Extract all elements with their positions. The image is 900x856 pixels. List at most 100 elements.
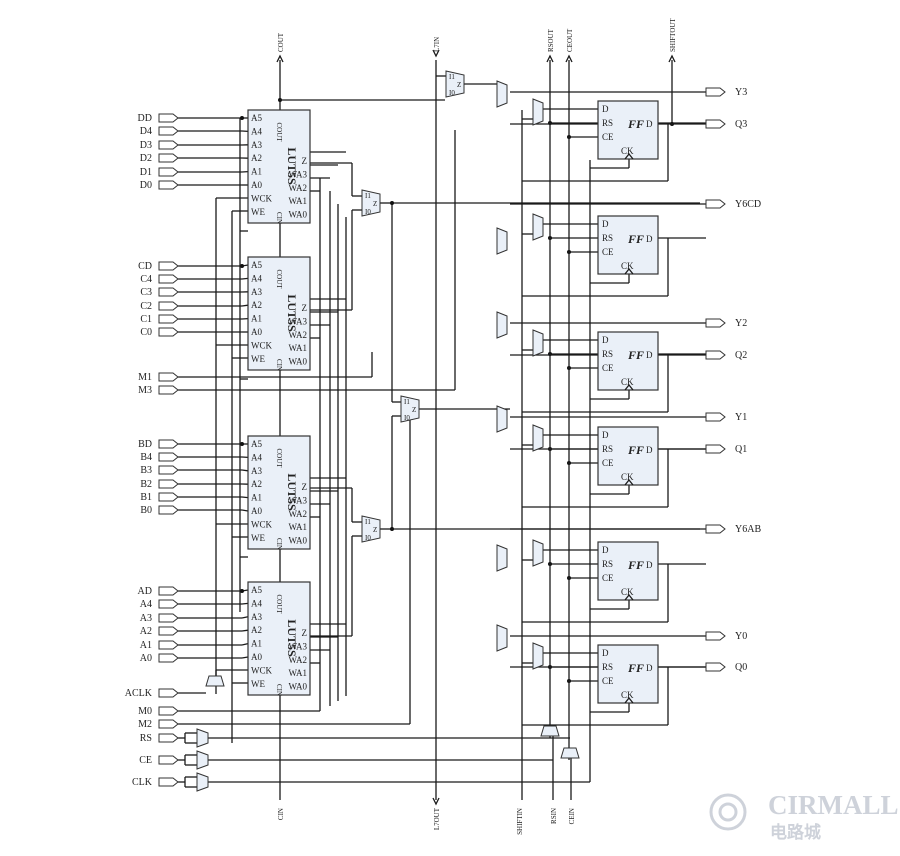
input-pin-icon [158, 167, 179, 177]
output-mux-icon [496, 544, 508, 572]
junction-dot [240, 116, 244, 120]
ff-pin-q: D [646, 350, 653, 360]
output-label-Y6CD: Y6CD [735, 199, 761, 210]
ff-pin-ck: CK [621, 690, 634, 700]
lut-pin-WA3: WA3 [289, 169, 308, 179]
junction-dot [240, 264, 244, 268]
mux-i1-label: I1 [404, 398, 410, 406]
clock-icon [624, 383, 634, 391]
input-label-A0: A0 [140, 653, 152, 664]
input-label-M3: M3 [138, 385, 152, 396]
output-pin-icon [705, 631, 726, 641]
mux-z-label: Z [412, 406, 416, 414]
junction-dot [390, 201, 394, 205]
input-label-A3: A3 [140, 613, 152, 624]
ff-pin-d: D [602, 104, 609, 114]
lut-pin-A5: A5 [251, 260, 262, 270]
input-pin-icon [158, 126, 179, 136]
mux-z-label: Z [373, 526, 377, 534]
output-mux-icon [496, 624, 508, 652]
input-pin-icon [158, 314, 179, 324]
ceout-arrow-icon [565, 54, 573, 63]
lut-cin-label: CIN [275, 212, 283, 224]
input-pin-icon [158, 153, 179, 163]
lut-pin-WA0: WA0 [289, 357, 308, 367]
clock-icon [624, 152, 634, 160]
input-pin-icon [158, 653, 179, 663]
lut-pin-A0: A0 [251, 327, 262, 337]
input-pin-icon [158, 706, 179, 716]
lut-pin-A0: A0 [251, 652, 262, 662]
input-label-B0: B0 [140, 505, 152, 516]
lut-pin-WA1: WA1 [289, 668, 308, 678]
lut-pin-Z: Z [302, 482, 308, 492]
input-pin-icon [158, 287, 179, 297]
mux-z-label: Z [373, 200, 377, 208]
cirmall-logo-icon [709, 793, 747, 831]
lut-pin-A0: A0 [251, 180, 262, 190]
input-wire [241, 496, 249, 499]
input-pin-icon [158, 452, 179, 462]
cout-arrow-icon [276, 54, 284, 63]
input-label-D1: D1 [140, 167, 152, 178]
input-pin-icon [158, 599, 179, 609]
lut-pin-A3: A3 [251, 287, 262, 297]
lut-pin-WA1: WA1 [289, 196, 308, 206]
output-pin-icon [705, 662, 726, 672]
lut-pin-A5: A5 [251, 585, 262, 595]
ff-title: FF [627, 232, 644, 246]
ff-input-mux-icon [532, 424, 544, 452]
ff-pin-q: D [646, 560, 653, 570]
lut-cout-label: COUT [275, 122, 283, 142]
input-label-B1: B1 [140, 492, 152, 503]
input-pin-icon [158, 140, 179, 150]
l7out-arrow-icon [432, 797, 440, 806]
input-label-D0: D0 [140, 180, 152, 191]
mux-z-label: Z [457, 81, 461, 89]
ff-pin-d: D [602, 430, 609, 440]
input-label-M0: M0 [138, 706, 152, 717]
mux-i0-label: I0 [449, 89, 455, 97]
input-pin-icon [158, 385, 179, 395]
output-label-Q2: Q2 [735, 350, 747, 361]
blocks [158, 70, 726, 792]
lut-pin-A3: A3 [251, 612, 262, 622]
ff-title: FF [627, 558, 644, 572]
lut-pin-A5: A5 [251, 439, 262, 449]
ff-pin-ce: CE [602, 132, 614, 142]
top-label-SHIFTOUT: SHIFTOUT [669, 18, 677, 52]
top-label-RSOUT: RSOUT [547, 28, 555, 52]
input-wire [241, 629, 249, 632]
ff-pin-rs: RS [602, 662, 613, 672]
top-label-L7IN: L7IN [433, 37, 441, 52]
aclk-mux-icon [205, 675, 225, 687]
mux-i0-label: I0 [365, 208, 371, 216]
lut-pin-A2: A2 [251, 300, 262, 310]
watermark-cn: 电路城 [770, 822, 821, 842]
output-mux-icon [496, 311, 508, 339]
lut-pin-WE: WE [251, 679, 265, 689]
rsout-arrow-icon [546, 54, 554, 63]
lut-pin-WA3: WA3 [289, 495, 308, 505]
output-pin-icon [705, 412, 726, 422]
l7-mux-icon [445, 70, 465, 98]
lut-pin-WE: WE [251, 207, 265, 217]
output-pin-icon [705, 350, 726, 360]
ce-mux-icon [196, 750, 209, 770]
output-label-Q0: Q0 [735, 662, 747, 673]
ff-pin-q: D [646, 663, 653, 673]
ff-input-mux-icon [532, 642, 544, 670]
mux-i1-label: I1 [365, 192, 371, 200]
input-label-BD: BD [138, 439, 152, 450]
lut-pin-Z: Z [302, 156, 308, 166]
input-label-B3: B3 [140, 465, 152, 476]
ff-pin-ce: CE [602, 573, 614, 583]
lut5s-title: LUT5S [285, 473, 299, 511]
input-label-AD: AD [138, 586, 152, 597]
lut-pin-A4: A4 [251, 273, 262, 283]
output-mux-icon [496, 227, 508, 255]
output-mux-icon [496, 405, 508, 433]
bottom-label-RSIN: RSIN [550, 808, 558, 824]
flip-flop-block [597, 331, 659, 391]
ff-input-mux-icon [532, 213, 544, 241]
